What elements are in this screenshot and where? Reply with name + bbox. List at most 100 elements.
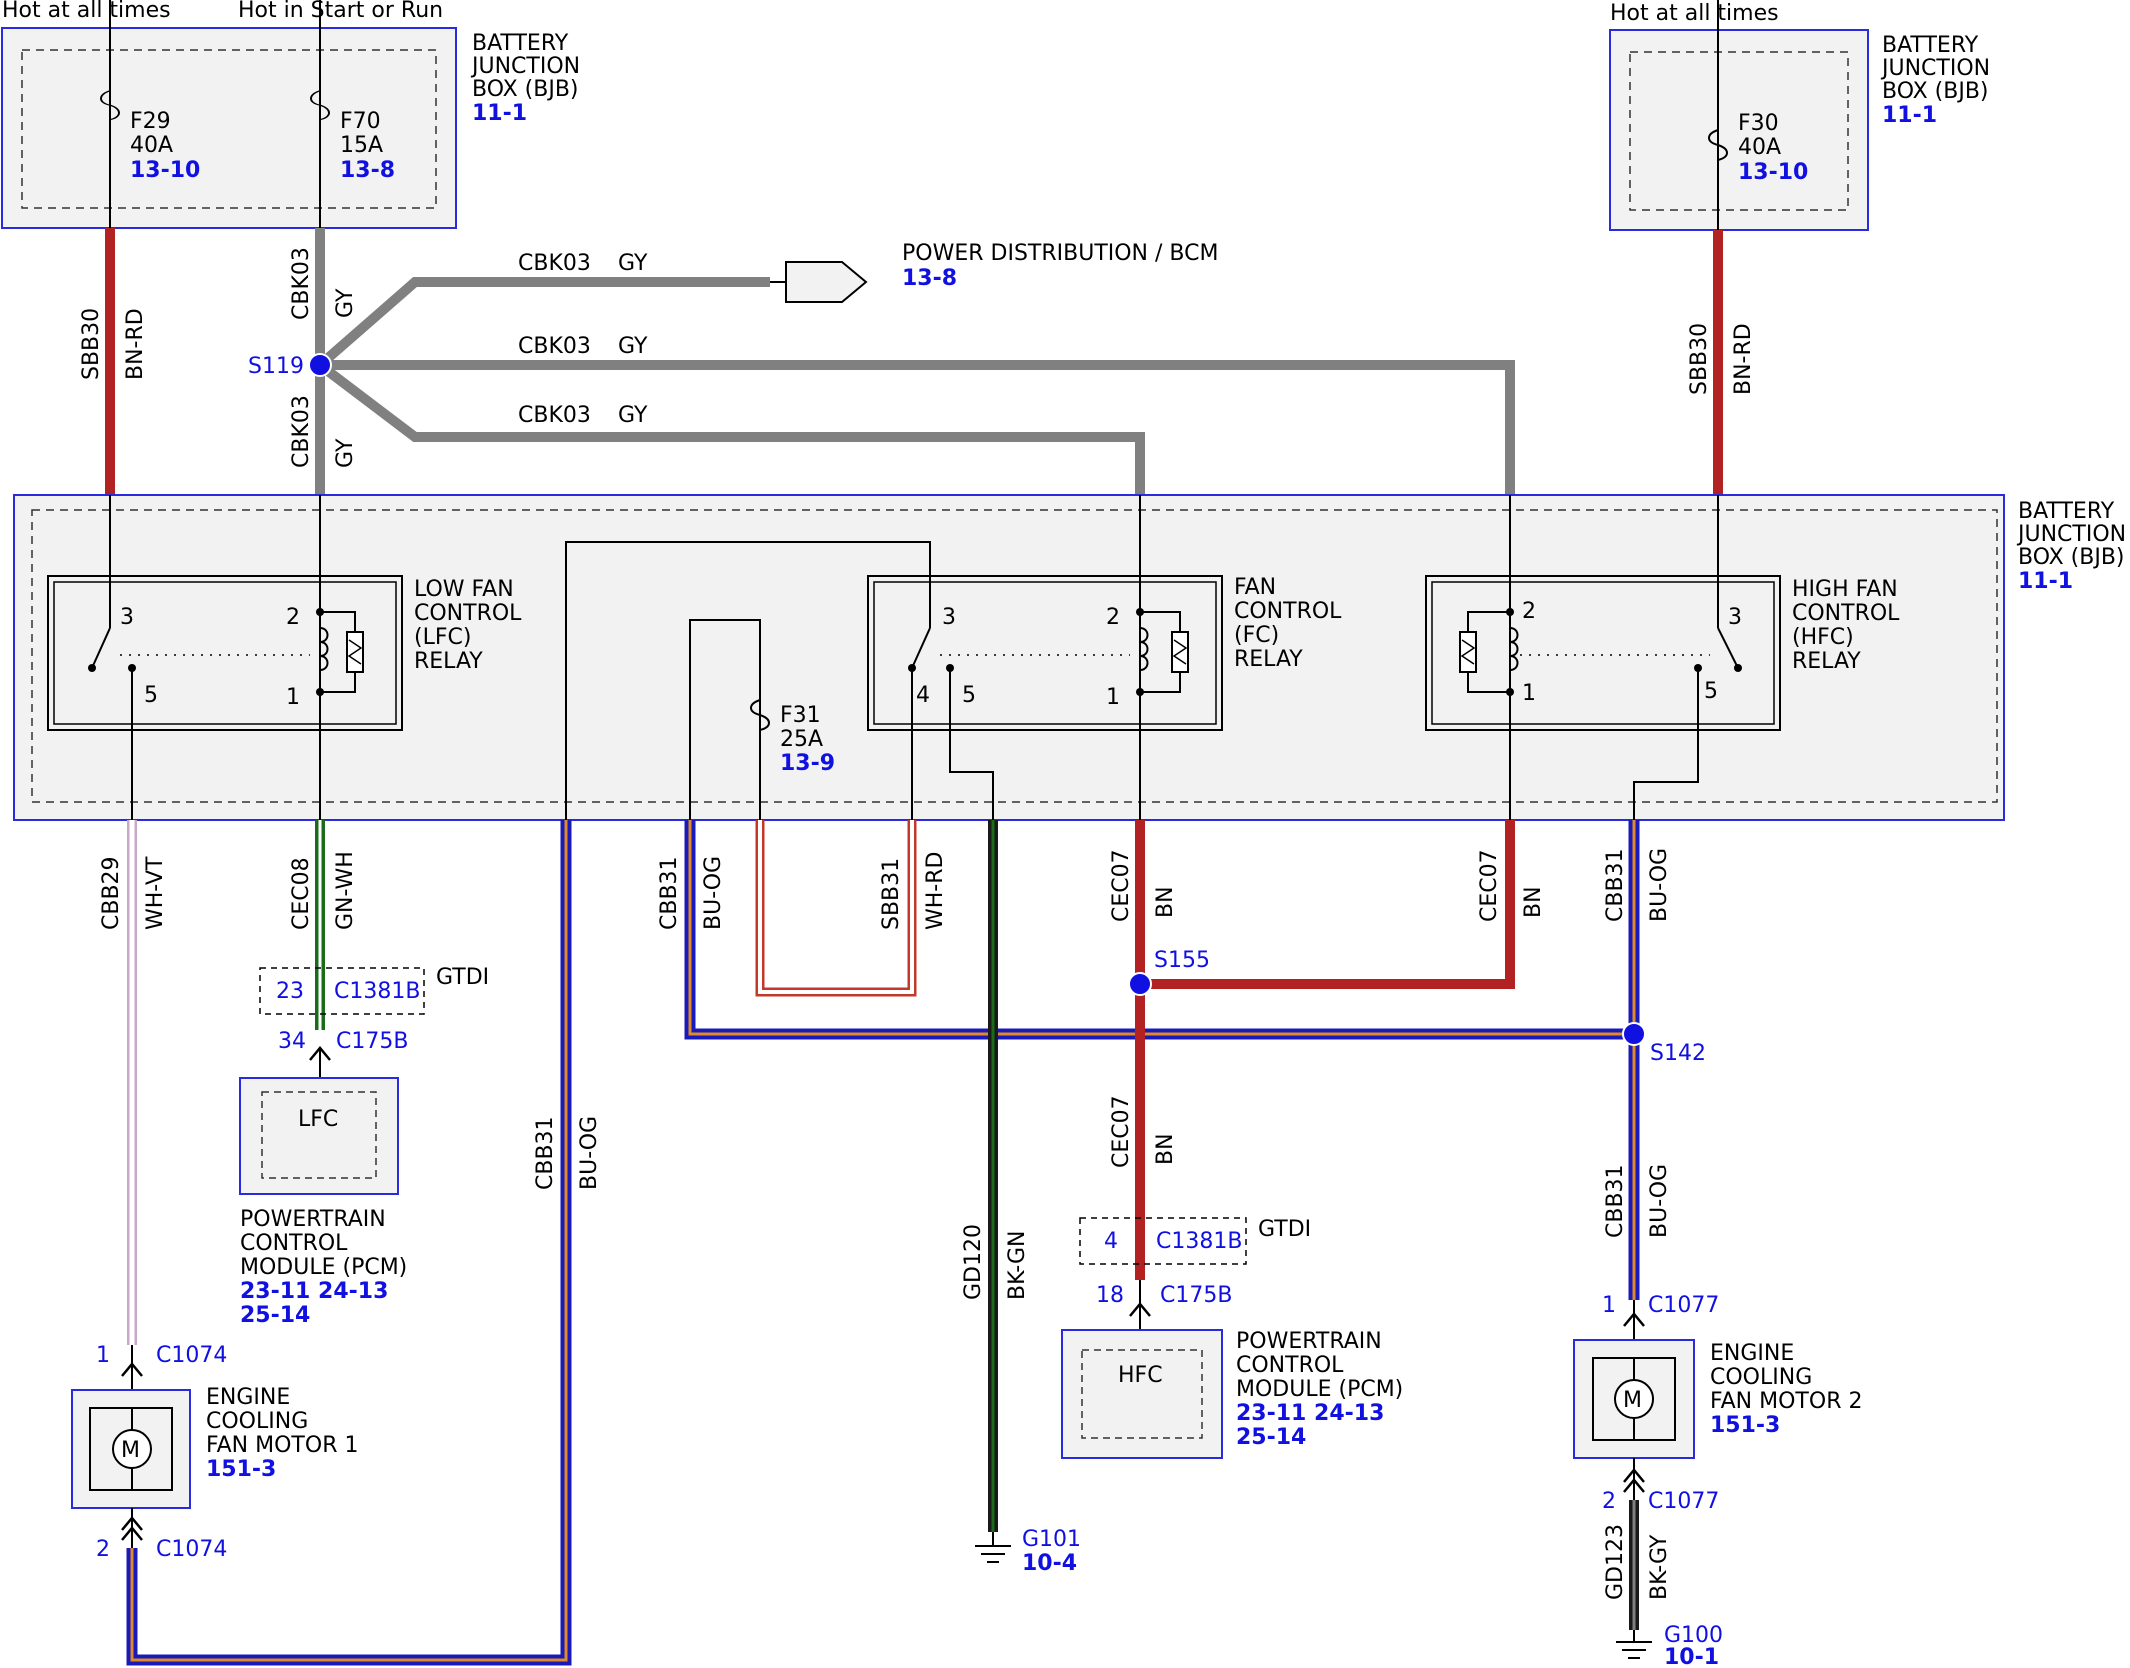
fc-relay-name-4: RELAY [1234, 647, 1303, 672]
wire-gd123-color: BK-GY [1647, 1534, 1672, 1600]
fuse-f29-icon [100, 90, 120, 121]
lfc-relay [47, 575, 403, 731]
c1074-top-name: C1074 [156, 1343, 227, 1368]
bjb-top-left-name-1: BATTERY [472, 31, 569, 56]
bjb-top-left [1, 27, 457, 229]
c1381b-hfc-pin: 4 [1104, 1229, 1118, 1254]
wire-cbk03-to-bcm [316, 277, 770, 369]
bjb-main [13, 494, 2005, 821]
splice-s155 [1128, 972, 1152, 996]
wire-cbb29-color: WH-VT [143, 856, 168, 930]
wire-cbk03-lower-color: GY [333, 438, 358, 468]
splice-s119-label: S119 [248, 354, 304, 379]
bjb-main-ref: 11-1 [2018, 569, 2073, 594]
wire-cbb31-right-color: BU-OG [1647, 848, 1672, 922]
ground-g100-icon [1616, 1630, 1652, 1659]
hfc-relay-name-2: CONTROL [1792, 601, 1900, 626]
fuse-f70-rating: 15A [340, 133, 383, 158]
wire-sbb31-color: WH-RD [923, 852, 948, 930]
fuse-f31-id: F31 [780, 703, 821, 728]
bjb-top-left-name-2: JUNCTION [470, 54, 580, 79]
wire-cbb31-long-circuit: CBB31 [533, 1116, 558, 1190]
hfc-relay-name-4: RELAY [1792, 649, 1861, 674]
lfc-pin-5: 5 [144, 683, 158, 708]
lfc-pin-1: 1 [286, 685, 300, 710]
c175b-lfc-pin: 34 [278, 1029, 306, 1054]
ground-g100-ref: 10-1 [1664, 1645, 1719, 1668]
wire-cec07-fc-color: BN [1153, 886, 1178, 918]
pcm-lfc-name-1: POWERTRAIN [240, 1207, 386, 1232]
wire-cbk03-to-fc [316, 361, 1145, 495]
bcm-connector-icon [785, 261, 868, 303]
pcm-lfc-ref-1: 23-11 24-13 [240, 1279, 388, 1304]
c1074-bottom-name: C1074 [156, 1537, 227, 1562]
pcm-hfc-module [1061, 1329, 1223, 1459]
fc-relay-name-2: CONTROL [1234, 599, 1342, 624]
c1074-bottom-pin: 2 [96, 1537, 110, 1562]
power-distribution-ref: 13-8 [902, 266, 957, 291]
fan-motor-2-name-2: COOLING [1710, 1365, 1812, 1390]
bjb-top-right-ref: 11-1 [1882, 103, 1937, 128]
fuse-f29-ref: 13-10 [130, 158, 200, 183]
bjb-top-left-name-3: BOX (BJB) [472, 77, 579, 102]
motor-1-symbol: M [121, 1438, 140, 1463]
bjb-top-right [1609, 29, 1869, 231]
pcm-hfc-name-3: MODULE (PCM) [1236, 1377, 1403, 1402]
wire-cec07-hfc [1140, 820, 1515, 989]
wire-cbk03-to-hfc [320, 360, 1515, 495]
wire-sbb30-left-color: BN-RD [123, 308, 148, 380]
bjb-top-right-name-3: BOX (BJB) [1882, 79, 1989, 104]
pcm-lfc-module [239, 1077, 399, 1195]
lfc-relay-name-3: (LFC) [414, 625, 471, 650]
fan-motor-2-name-1: ENGINE [1710, 1341, 1794, 1366]
hfc-coil-icon [1509, 627, 1519, 671]
c1077-bottom-pin: 2 [1602, 1489, 1616, 1514]
connector-c1381b-hfc [1079, 1217, 1247, 1265]
bjb-main-name-3: BOX (BJB) [2018, 545, 2125, 570]
wire-gd120-color: BK-GN [1005, 1231, 1030, 1300]
lfc-relay-name-2: CONTROL [414, 601, 522, 626]
splice-s142-label: S142 [1650, 1041, 1706, 1066]
lfc-relay-name-1: LOW FAN [414, 577, 514, 602]
c1077-bottom-name: C1077 [1648, 1489, 1719, 1514]
power-distribution-name: POWER DISTRIBUTION / BCM [902, 241, 1218, 266]
splice-s119 [308, 353, 332, 377]
bjb-top-left-ref: 11-1 [472, 101, 527, 126]
fan-motor-1-name-1: ENGINE [206, 1385, 290, 1410]
fc-coil-icon [1139, 627, 1149, 671]
pcm-hfc-ref-2: 25-14 [1236, 1425, 1306, 1450]
fan-motor-2-name-3: FAN MOTOR 2 [1710, 1389, 1862, 1414]
connector-c1381b-lfc [259, 967, 425, 1015]
c1381b-lfc-pin: 23 [276, 979, 304, 1004]
pcm-hfc-name-2: CONTROL [1236, 1353, 1344, 1378]
wire-gd123-circuit: GD123 [1603, 1524, 1628, 1600]
lfc-pin-2: 2 [286, 605, 300, 630]
wire-cec08-circuit: CEC08 [289, 857, 314, 930]
fan-motor-2-ref: 151-3 [1710, 1413, 1780, 1438]
bjb-main-name-1: BATTERY [2018, 499, 2115, 524]
fan-motor-1-name-2: COOLING [206, 1409, 308, 1434]
motor-1-icon [112, 1429, 152, 1469]
wire-sbb31-circuit: SBB31 [879, 858, 904, 930]
c1074-top-pin: 1 [96, 1343, 110, 1368]
wire-cbb31-left-color: BU-OG [701, 856, 726, 930]
c1074-bottom-connector-icon [121, 1516, 143, 1541]
pcm-hfc-name-1: POWERTRAIN [1236, 1329, 1382, 1354]
wire-cec08-color: GN-WH [333, 851, 358, 930]
wire-cbk03-upper-circuit: CBK03 [289, 247, 314, 320]
fuse-f70-ref: 13-8 [340, 158, 395, 183]
fuse-f30-icon [1708, 129, 1728, 161]
fc-pin-1: 1 [1106, 685, 1120, 710]
lfc-pin-3: 3 [120, 605, 134, 630]
bjb-top-right-name-1: BATTERY [1882, 33, 1979, 58]
wire-cbb31-long-color: BU-OG [577, 1116, 602, 1190]
wire-cbk03-hfc-color: GY [618, 334, 648, 359]
wire-cbb31-lower-right-color: BU-OG [1647, 1164, 1672, 1238]
lfc-coil-icon [319, 627, 329, 671]
c175b-hfc-pin: 18 [1096, 1283, 1124, 1308]
splice-s142 [1622, 1022, 1646, 1046]
bjb-top-right-name-2: JUNCTION [1880, 56, 1990, 81]
wire-cbk03-upper-color: GY [333, 288, 358, 318]
wire-cbb31-right-circuit: CBB31 [1603, 848, 1628, 922]
